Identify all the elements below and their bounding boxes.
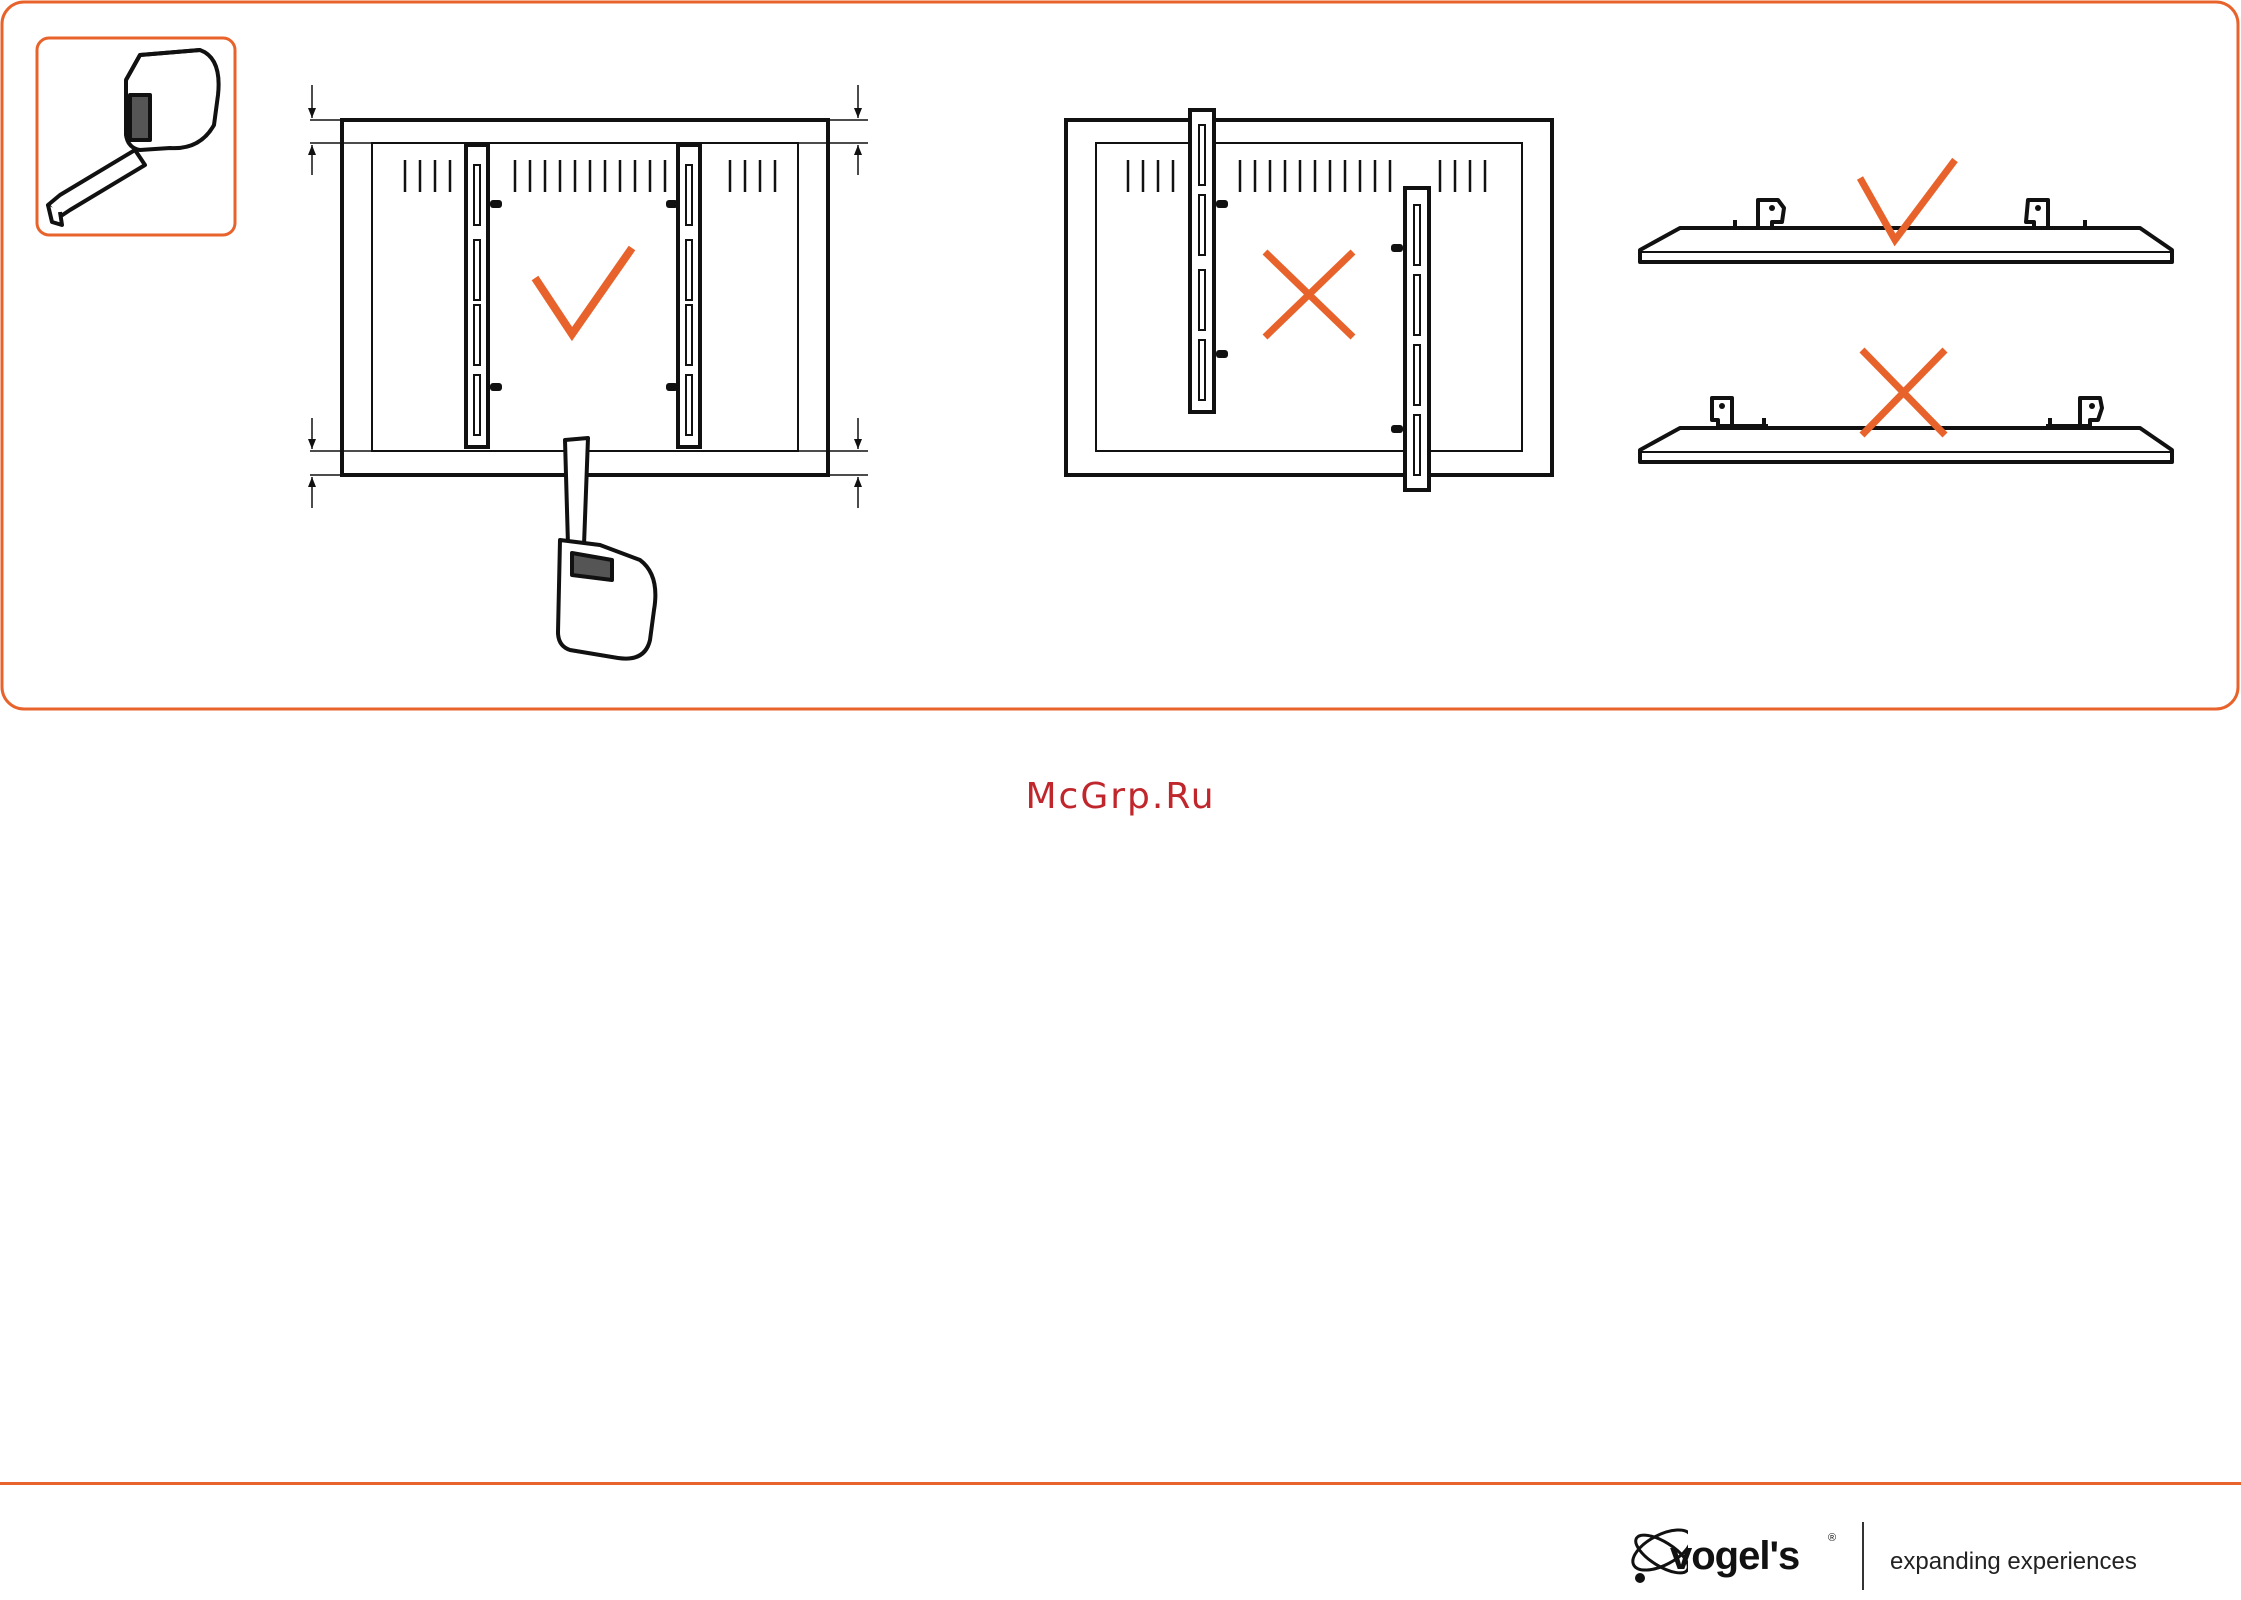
- brand-tagline: expanding experiences: [1890, 1548, 2137, 1576]
- footer-divider: [0, 1482, 2241, 1485]
- brand-divider: [1862, 1522, 1864, 1590]
- step-panel-frame: [2, 2, 2238, 709]
- cross-mark-icon: [1265, 252, 1353, 337]
- side-view-incorrect: [1640, 398, 2172, 462]
- registered-mark: ®: [1828, 1532, 1836, 1544]
- brand-name: vogel's: [1670, 1534, 1799, 1579]
- tape-measure-icon: [48, 50, 219, 225]
- brand-logo: vogel's ®: [1628, 1512, 1848, 1592]
- check-mark-icon: [535, 248, 632, 334]
- watermark-text: McGrp.Ru: [0, 776, 2241, 817]
- tape-measure-icon: [558, 438, 655, 659]
- cross-mark-icon: [1862, 350, 1945, 435]
- tool-box: [37, 38, 235, 235]
- tv-back-incorrect: [1066, 110, 1552, 490]
